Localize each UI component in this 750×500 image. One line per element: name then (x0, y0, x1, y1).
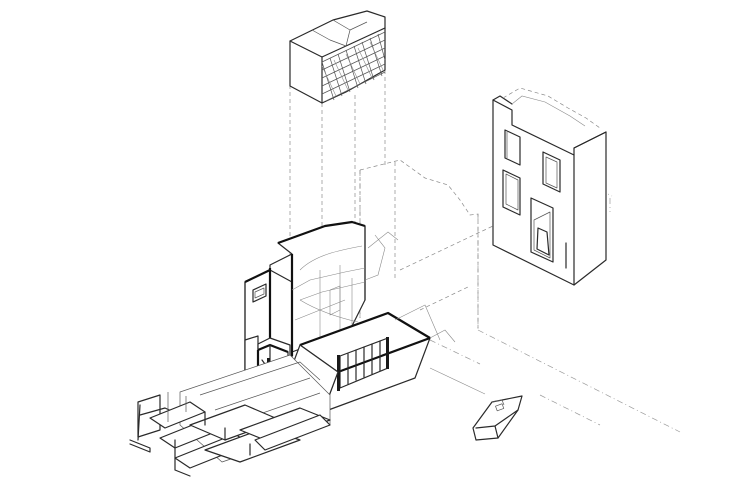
neighbour-facade (492, 87, 607, 286)
landscape-steps (129, 354, 331, 477)
facade-window-mid (502, 169, 521, 216)
roof-lattice-volume (289, 10, 386, 104)
lattice-grid (321, 31, 386, 102)
facade-window-upper-right (542, 151, 561, 193)
house-core-volume (244, 159, 479, 399)
glass-panels (337, 337, 389, 391)
detached-object (472, 395, 523, 441)
facade-door (530, 197, 554, 263)
interior-lines (291, 231, 399, 345)
facade-window-upper-left (504, 129, 521, 166)
adjacent-outline (359, 159, 479, 330)
core-window (252, 283, 267, 303)
